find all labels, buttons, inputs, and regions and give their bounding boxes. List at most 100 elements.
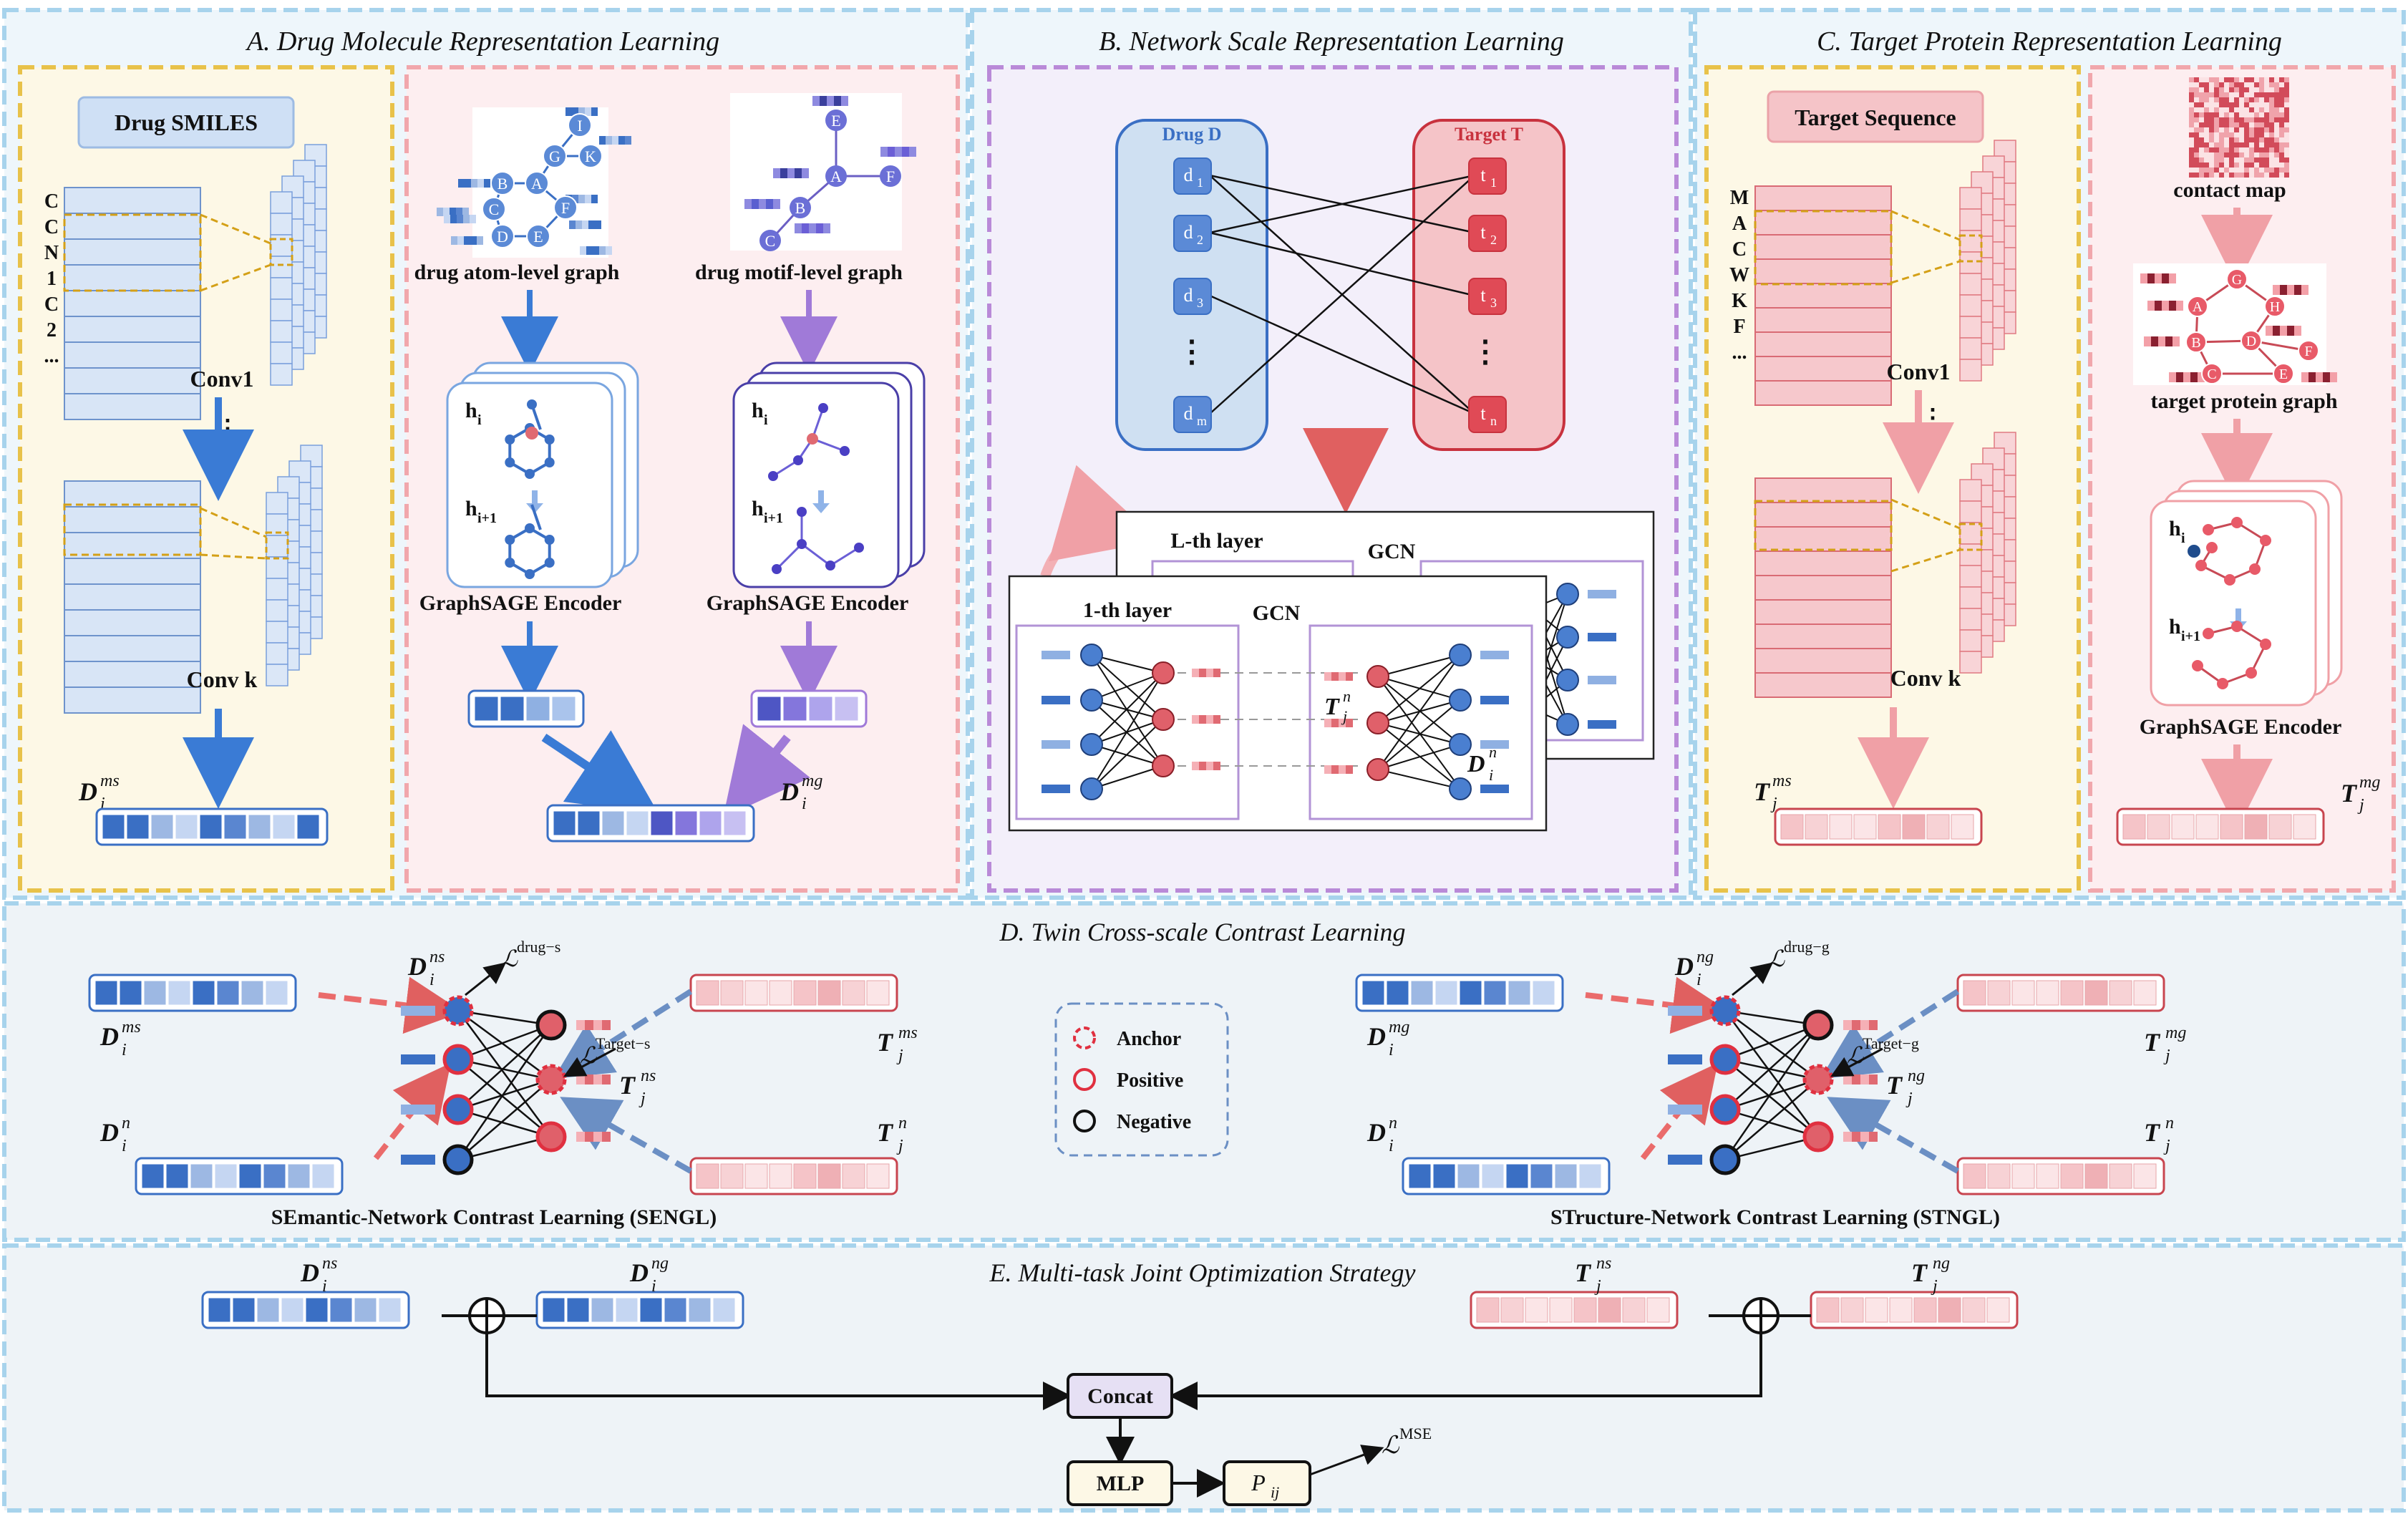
contact-cell (2209, 112, 2214, 117)
prediction-label: P (1251, 1470, 1266, 1495)
contact-cell (2264, 82, 2269, 87)
contact-cell (2284, 142, 2289, 147)
contact-cell (2199, 107, 2204, 112)
contact-cell (2234, 142, 2239, 147)
contact-cell (2254, 173, 2259, 178)
contact-cell (2199, 157, 2204, 162)
contact-cell (2279, 112, 2284, 117)
feature-cell (1959, 500, 1982, 523)
drug-node-sub: 2 (1197, 233, 1203, 247)
residue-node (2226, 268, 2248, 290)
embedding-cell (866, 1163, 890, 1189)
matrix-row (1754, 623, 1892, 649)
contact-cell (2209, 132, 2214, 137)
matrix-row (64, 609, 201, 636)
d-ms-label: D ms i (78, 772, 120, 813)
h-i-label: h (465, 399, 477, 422)
symbol-label: T (619, 1071, 636, 1100)
contact-cell (2189, 112, 2194, 117)
svg-text:mg: mg (802, 772, 822, 790)
symbol-label: D (99, 1118, 119, 1147)
feature-cell (270, 320, 293, 343)
target-node (1468, 278, 1507, 315)
embedding-cell (712, 1297, 736, 1323)
contact-cell (2229, 147, 2234, 152)
contact-cell (2209, 137, 2214, 142)
motif-node-label: F (886, 168, 895, 185)
contact-cell (2279, 147, 2284, 152)
loss-drug-label: drug−s (517, 938, 560, 956)
contact-cell (2209, 97, 2214, 102)
contact-cell (2269, 142, 2274, 147)
feature-token (1588, 590, 1616, 598)
contact-cell (2209, 77, 2214, 82)
contact-cell (2244, 107, 2249, 112)
embedding-cell (626, 810, 649, 836)
drug-contrast-node (442, 1144, 474, 1175)
svg-text:D: D (780, 777, 799, 806)
d-n-sup: n (1489, 743, 1497, 761)
embedding-cell (192, 980, 215, 1006)
matrix-row (64, 290, 201, 317)
contact-cell (2189, 117, 2194, 122)
contact-map-image (2189, 77, 2289, 178)
embedding-cell (1926, 814, 1950, 840)
embedding-cell (216, 980, 240, 1006)
contact-cell (2274, 132, 2279, 137)
embedding-cell (1481, 1163, 1505, 1189)
contact-cell (2224, 107, 2229, 112)
contact-cell (2244, 122, 2249, 127)
drug-contrast-node (1709, 1144, 1741, 1175)
contact-cell (2209, 168, 2214, 173)
target-gcn-node (1152, 708, 1175, 731)
feature-cell (266, 664, 288, 686)
embedding-cell (1408, 1163, 1432, 1189)
contact-cell (2279, 122, 2284, 127)
feature-cell (1959, 586, 1982, 609)
contact-map-label: contact map (2173, 178, 2286, 202)
d-mg-bar (546, 804, 755, 843)
graph-node (2195, 560, 2207, 571)
smiles-char: 2 (47, 319, 57, 341)
matrix-row (64, 480, 201, 508)
contact-cell (2279, 82, 2284, 87)
embedding-cell (150, 814, 174, 840)
graph-node (2246, 667, 2257, 679)
embedding-cell (2060, 1163, 2084, 1189)
target-embedding-bottom (1956, 1157, 2165, 1195)
feature-token (401, 1006, 435, 1016)
t-mg-label: T mg j (2341, 773, 2380, 815)
loss-symbol: ℒ (501, 946, 518, 971)
embedding-cell (1951, 814, 1974, 840)
contact-cell (2199, 162, 2204, 168)
contact-cell (2249, 162, 2254, 168)
embedding-cell (1505, 1163, 1529, 1189)
contrast-legend: Anchor Positive Negative (1054, 1002, 1229, 1157)
matrix-row (64, 686, 201, 714)
embedding-cell (1963, 980, 1986, 1006)
feature-token (565, 107, 598, 116)
feature-cell (1959, 522, 1982, 545)
sequence-chars: MACWKF... (1729, 187, 1749, 364)
contact-cell (2239, 147, 2244, 152)
embedding-cell (696, 980, 719, 1006)
embedding-cell (272, 814, 296, 840)
contact-cell (2189, 82, 2194, 87)
contact-cell (2254, 142, 2259, 147)
contact-cell (2234, 82, 2239, 87)
contact-cell (2219, 173, 2224, 178)
contact-cell (2274, 168, 2279, 173)
symbol-sub: i (651, 1277, 656, 1296)
symbol-label: T (2144, 1028, 2161, 1057)
contact-cell (2204, 97, 2209, 102)
contact-cell (2269, 117, 2274, 122)
drug-gcn-node (1449, 644, 1472, 666)
smiles-char: ... (44, 345, 59, 367)
embedding-cell (2060, 980, 2084, 1006)
contact-cell (2199, 127, 2204, 132)
contact-cell (2219, 162, 2224, 168)
contact-cell (2224, 102, 2229, 107)
t-n-sub: j (1341, 707, 1347, 725)
